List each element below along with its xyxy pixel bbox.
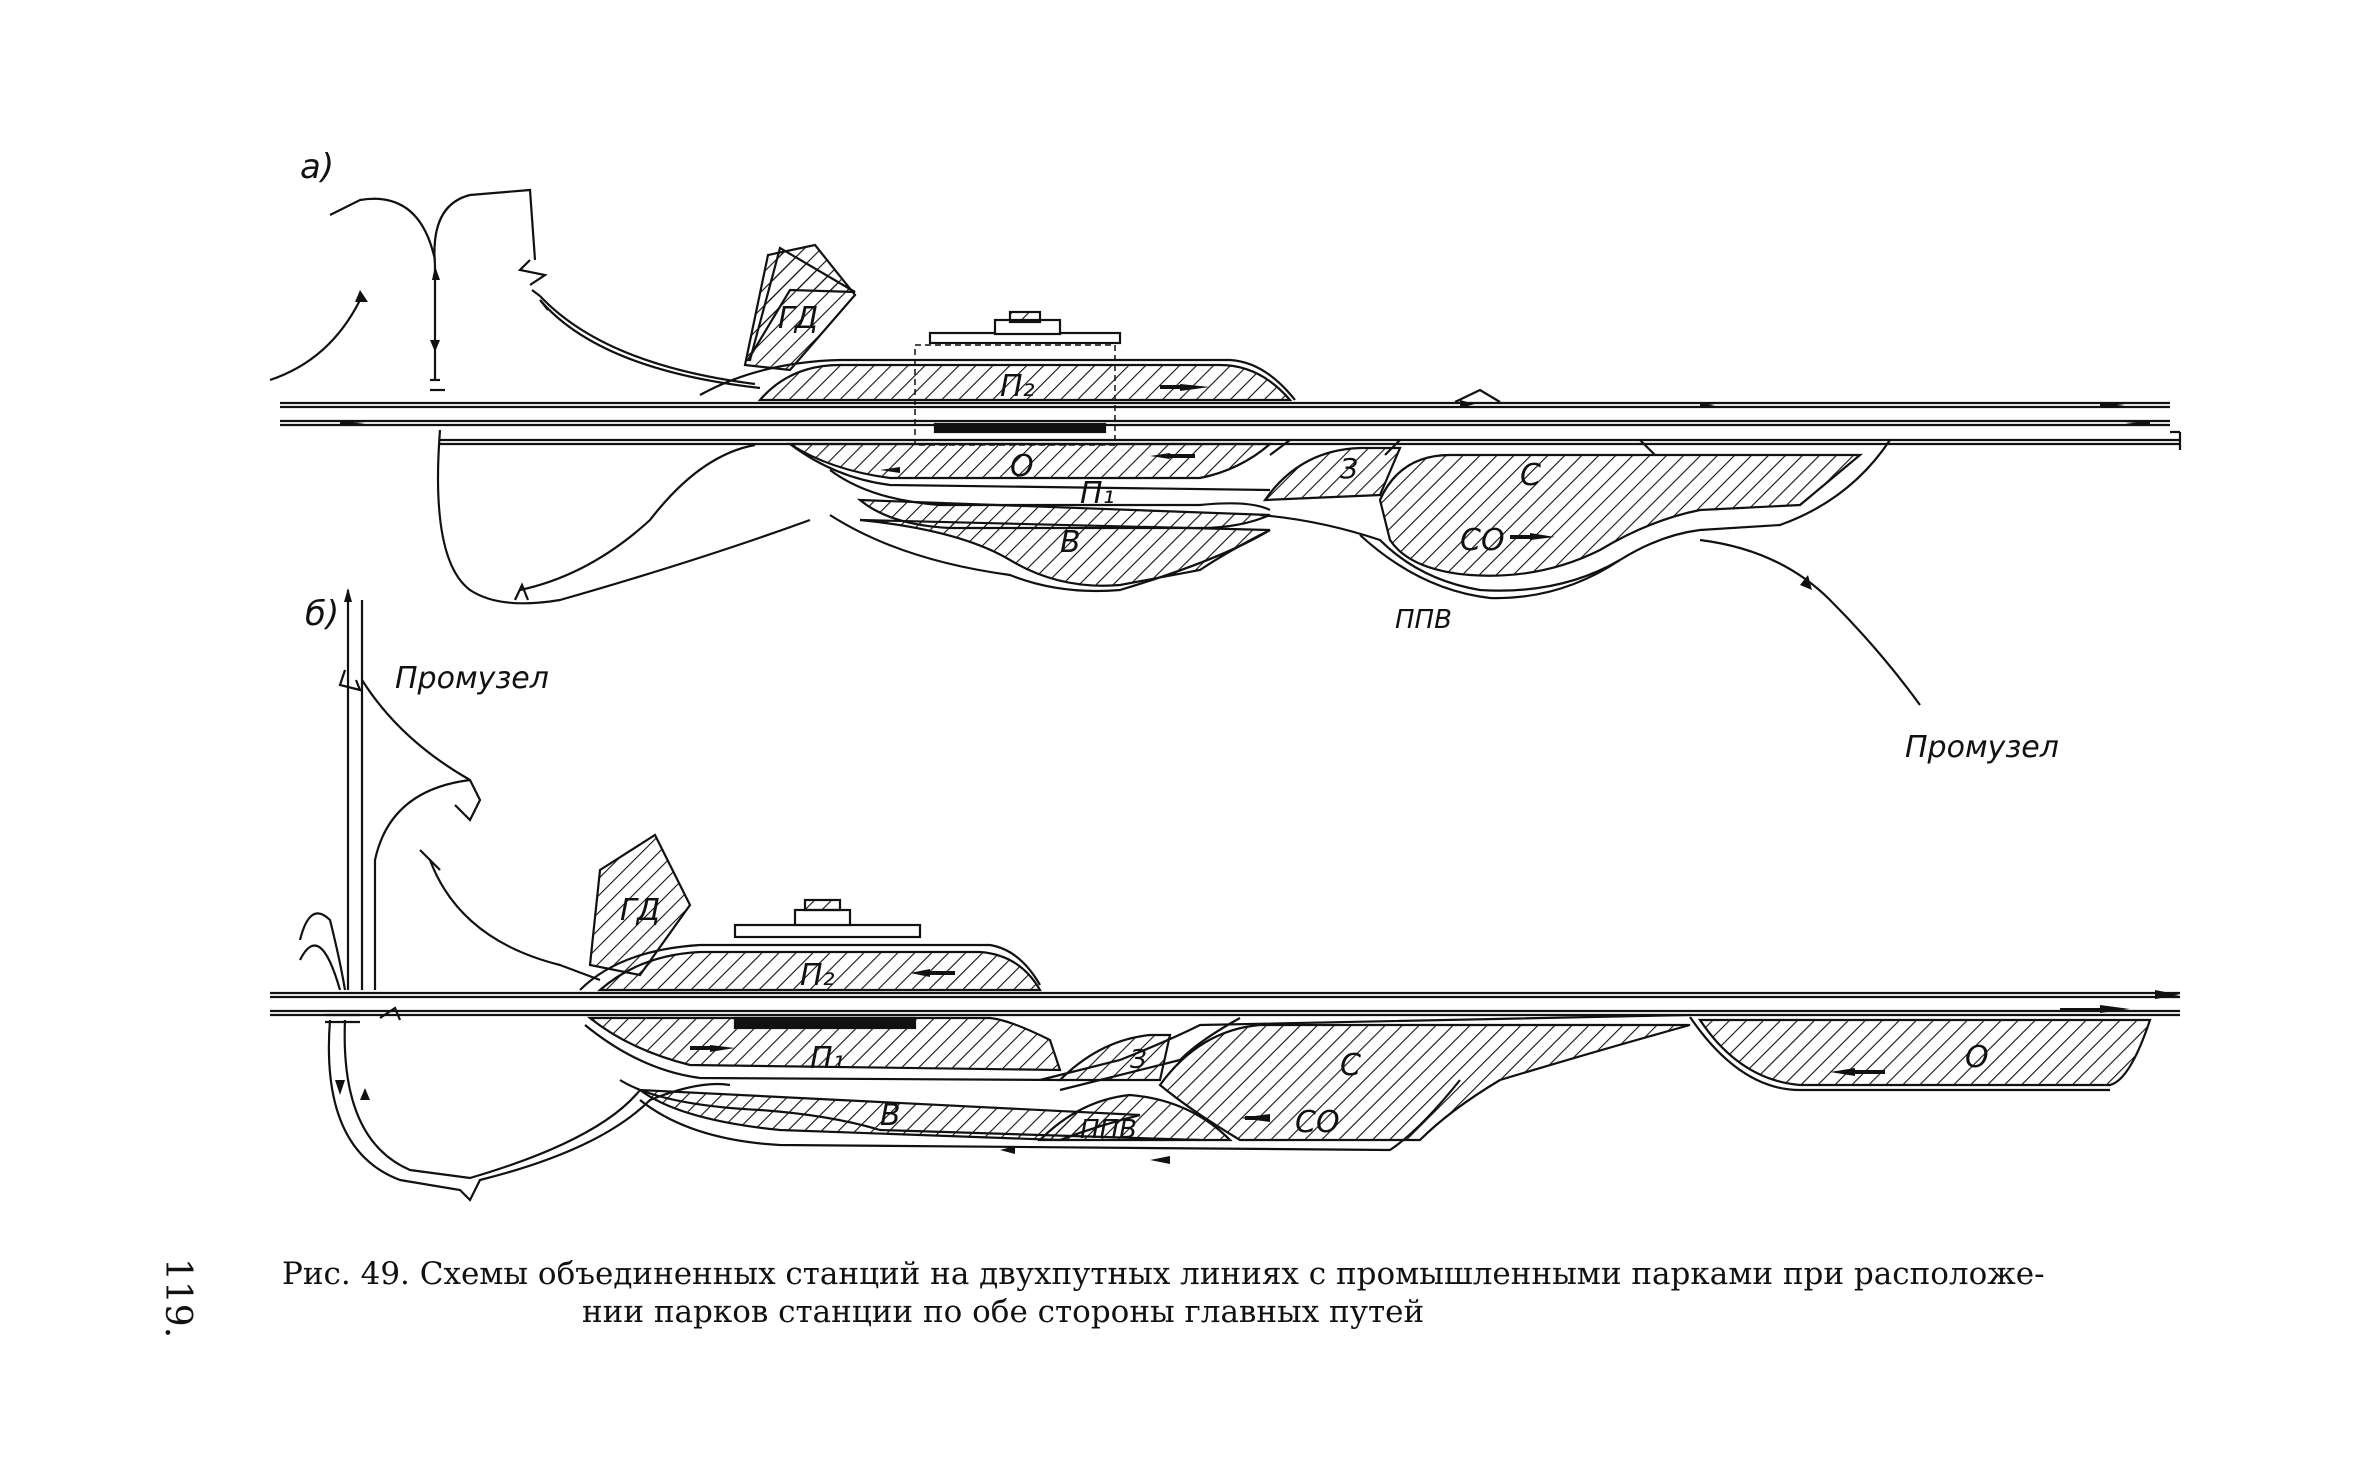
label-p2-b: П₂ <box>800 958 835 993</box>
caption-line-2: нии парков станции по обе стороны главны… <box>582 1294 1425 1330</box>
park-o-b: О <box>1689 1016 2152 1092</box>
hump-gd-b: ГД <box>588 833 692 977</box>
dashed-outline-a <box>914 344 1116 446</box>
label-ppv-a: ППВ <box>1395 605 1452 635</box>
label-gd-a: ГД <box>778 301 818 336</box>
park-p2-a: П₂ <box>699 310 1296 404</box>
main-tracks-a <box>280 400 2182 450</box>
label-p1-b: П₁ <box>810 1041 845 1076</box>
park-p2-b: П₂ <box>579 898 1042 993</box>
parks-lower-b: П₁ В <box>584 1016 1461 1164</box>
panel-a-label: а) <box>300 147 334 187</box>
main-tracks-b <box>270 990 2180 1017</box>
label-so-a: СО <box>1460 523 1505 558</box>
parks-right-b: З С СО ППВ <box>1037 1013 1691 1145</box>
label-p1-a: П₁ <box>1080 476 1115 511</box>
label-v-b: В <box>880 1098 901 1133</box>
label-z-a: З <box>1340 452 1358 485</box>
figure-caption: Рис. 49. Схемы объединенных станций на д… <box>282 1255 2232 1331</box>
label-o-a: О <box>1010 449 1034 484</box>
panel-a: а) П₂ <box>269 147 2182 765</box>
parks-right-a: З С СО ППВ Промузел <box>1259 388 2059 765</box>
page-number: 119. <box>150 1258 210 1368</box>
label-v-a: В <box>1060 525 1081 560</box>
page-number-text: 119. <box>157 1258 198 1339</box>
label-ppv-b: ППВ <box>1080 1115 1137 1145</box>
label-gd-b: ГД <box>620 893 660 928</box>
panel-b: б) Промузел <box>270 588 2180 1202</box>
platform-a <box>933 422 1107 434</box>
left-branches-a <box>269 188 811 605</box>
label-so-b: СО <box>1295 1105 1340 1140</box>
hump-gd-a: ГД <box>531 243 857 390</box>
label-promuzel-a: Промузел <box>1905 730 2059 765</box>
label-s-b: С <box>1340 1048 1361 1083</box>
label-z-b: З <box>1130 1045 1147 1075</box>
label-p2-a: П₂ <box>1000 369 1035 404</box>
left-branches-b <box>298 588 731 1202</box>
label-promuzel-b: Промузел <box>395 661 549 696</box>
panel-b-label: б) <box>305 594 339 634</box>
caption-line-1: Рис. 49. Схемы объединенных станций на д… <box>282 1256 2045 1292</box>
label-o-b: О <box>1965 1040 1989 1075</box>
label-s-a: С <box>1520 458 1541 493</box>
parks-lower-a: О П₁ В <box>786 442 1273 593</box>
